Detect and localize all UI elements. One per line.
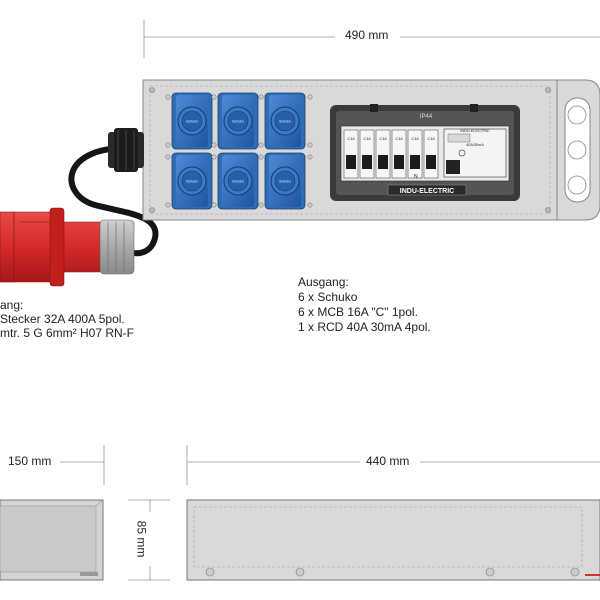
schuko-socket: Schuko xyxy=(258,92,306,150)
front-view xyxy=(186,499,600,581)
neutral-label: N xyxy=(414,174,418,180)
socket-label: Schuko xyxy=(232,180,244,184)
brand-label: INDU-ELECTRIC xyxy=(400,188,454,195)
dimension-top xyxy=(143,20,600,58)
schuko-socket: Schuko xyxy=(258,152,306,210)
mcb-breaker: C16 xyxy=(423,129,439,179)
schuko-socket: Schuko xyxy=(165,92,213,150)
socket-label: Schuko xyxy=(232,120,244,124)
input-heading: ang: xyxy=(0,298,24,312)
cee-plug xyxy=(0,207,135,287)
mcb-breaker: C16 xyxy=(375,129,391,179)
cable-gland xyxy=(108,128,144,172)
mcb-row: C16 C16 C16 C16 C16 C16 xyxy=(343,129,439,179)
output-line-3: 1 x RCD 40A 30mA 4pol. xyxy=(298,320,431,334)
dimension-front-label: 440 mm xyxy=(366,454,410,468)
socket-label: Schuko xyxy=(279,120,291,124)
screw xyxy=(307,202,313,208)
dimension-top-label: 490 mm xyxy=(345,28,389,42)
supply-cable xyxy=(68,145,159,257)
screw xyxy=(307,94,313,100)
schuko-socket: Schuko xyxy=(211,152,259,210)
screw xyxy=(307,154,313,160)
dimension-height-label: 85 mm xyxy=(134,520,149,558)
mcb-breaker: C16 xyxy=(391,129,407,179)
mcb-label: C16 xyxy=(379,136,387,141)
output-line-2: 6 x MCB 16A "C" 1pol. xyxy=(298,305,418,319)
mcb-breaker: C16 xyxy=(343,129,359,179)
mcb-label: C16 xyxy=(395,136,403,141)
socket-label: Schuko xyxy=(186,180,198,184)
mcb-label: C16 xyxy=(411,136,419,141)
rcd-brand-label: INDU-ELECTRIC xyxy=(460,129,490,133)
mcb-breaker: C16 xyxy=(359,129,375,179)
dimension-bottom xyxy=(60,445,600,581)
rcd-device xyxy=(443,128,507,178)
mcb-label: C16 xyxy=(363,136,371,141)
schuko-socket: Schuko xyxy=(211,92,259,150)
mcb-breaker: C16 xyxy=(407,129,423,179)
side-view xyxy=(0,499,104,581)
input-line-2: mtr. 5 G 6mm² H07 RN-F xyxy=(0,326,135,340)
socket-label: Schuko xyxy=(186,120,198,124)
socket-label: Schuko xyxy=(279,180,291,184)
schuko-socket: Schuko xyxy=(165,152,213,210)
dimension-side-label: 150 mm xyxy=(8,454,52,468)
ip-rating-label: IP44 xyxy=(420,114,433,120)
input-line-1: Stecker 32A 400A 5pol. xyxy=(0,312,125,326)
rcd-rating-label: 40A/30mA xyxy=(466,143,484,147)
mcb-label: C16 xyxy=(347,136,355,141)
output-heading: Ausgang: xyxy=(298,275,349,289)
mcb-label: C16 xyxy=(427,136,435,141)
output-line-1: 6 x Schuko xyxy=(298,290,358,304)
screw xyxy=(307,142,313,148)
